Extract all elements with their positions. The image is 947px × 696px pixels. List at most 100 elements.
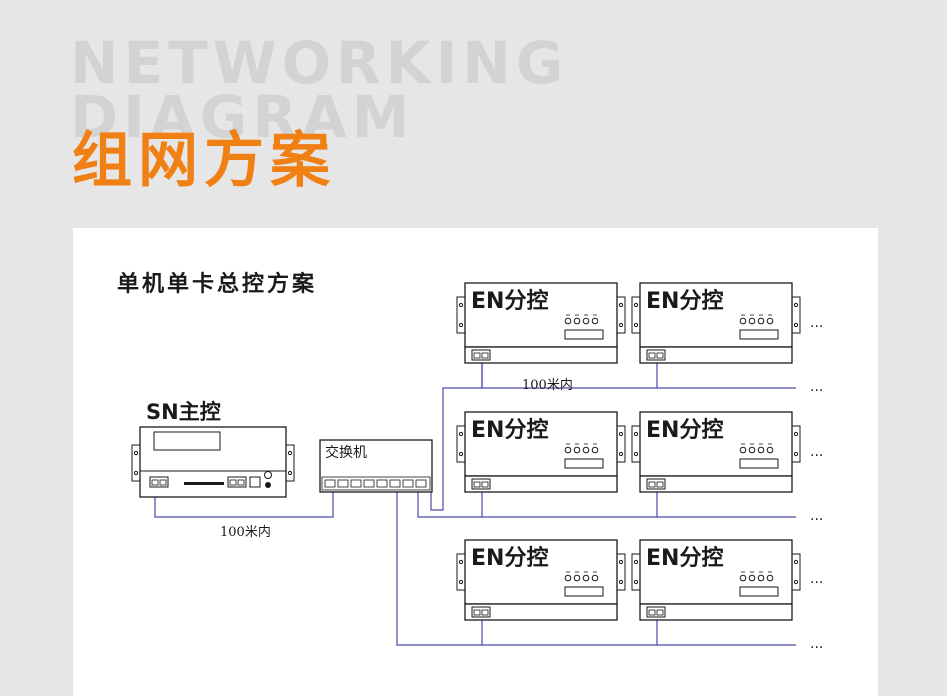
- en-body: [464, 539, 618, 605]
- button-icon: [564, 317, 572, 325]
- mount-bracket: [791, 425, 801, 463]
- sn-port: [149, 476, 169, 488]
- button-icon: [582, 574, 590, 582]
- display-window: [739, 458, 779, 469]
- button-icon: [739, 574, 747, 582]
- button-icon: [748, 446, 756, 454]
- continuation-ellipsis: ...: [810, 571, 823, 587]
- sn-display: [153, 431, 221, 451]
- en-port: [646, 478, 666, 490]
- network-link-8: [396, 487, 483, 646]
- en-controller-5: EN分控: [456, 539, 626, 621]
- switch-port: [324, 479, 336, 488]
- button-icon: [739, 317, 747, 325]
- continuation-ellipsis: ...: [810, 508, 823, 524]
- switch-port: [376, 479, 388, 488]
- en-port-strip: [639, 603, 793, 621]
- button-icon: [582, 317, 590, 325]
- button-icon: [766, 317, 774, 325]
- button-icon: [573, 446, 581, 454]
- network-link-5: [417, 487, 483, 518]
- button-icon: [766, 446, 774, 454]
- network-switch: 交换机: [319, 439, 433, 493]
- mount-bracket: [456, 553, 466, 591]
- button-icon: [757, 574, 765, 582]
- en-label: EN分控: [471, 417, 548, 443]
- button-icon: [748, 317, 756, 325]
- network-link-3: [481, 360, 658, 389]
- button-icon: [573, 574, 581, 582]
- button-icon: [582, 446, 590, 454]
- usb-port: [249, 476, 261, 488]
- en-port-strip: [464, 475, 618, 493]
- mount-bracket: [456, 425, 466, 463]
- diagram-title: 单机单卡总控方案: [117, 272, 318, 297]
- display-window: [739, 586, 779, 597]
- distance-label: 100米内: [220, 524, 271, 540]
- network-links: [154, 360, 796, 646]
- switch-port: [389, 479, 401, 488]
- en-port: [646, 349, 666, 361]
- en-label: EN分控: [471, 545, 548, 571]
- mount-bracket: [456, 296, 466, 334]
- button-icon: [757, 446, 765, 454]
- sn-label: SN主控: [146, 400, 221, 424]
- page-title: 组网方案: [72, 126, 336, 196]
- mount-bracket: [285, 444, 295, 482]
- en-label: EN分控: [646, 417, 723, 443]
- en-port: [471, 478, 491, 490]
- continuation-ellipsis: ...: [810, 379, 823, 395]
- switch-port: [337, 479, 349, 488]
- mount-bracket: [631, 553, 641, 591]
- switch-port: [415, 479, 427, 488]
- switch-port: [363, 479, 375, 488]
- en-port: [471, 349, 491, 361]
- display-window: [564, 458, 604, 469]
- network-link-9: [482, 617, 658, 646]
- en-controller-3: EN分控: [456, 411, 626, 493]
- en-port-strip: [639, 475, 793, 493]
- continuation-ellipsis: ...: [810, 315, 823, 331]
- button-icon: [766, 574, 774, 582]
- en-controller-1: EN分控: [456, 282, 626, 364]
- switch-label: 交换机: [325, 444, 367, 461]
- en-controller-2: EN分控: [631, 282, 801, 364]
- en-port: [646, 606, 666, 618]
- switch-port: [402, 479, 414, 488]
- continuation-ellipsis: ...: [810, 444, 823, 460]
- en-controller-6: EN分控: [631, 539, 801, 621]
- button-icon: [564, 446, 572, 454]
- watermark-diagram: DIAGRAM: [70, 83, 415, 151]
- button-icon: [748, 574, 756, 582]
- display-window: [564, 329, 604, 340]
- button-icon: [591, 574, 599, 582]
- en-port-strip: [639, 346, 793, 364]
- mount-bracket: [616, 553, 626, 591]
- en-controller-4: EN分控: [631, 411, 801, 493]
- mount-bracket: [631, 296, 641, 334]
- mount-bracket: [791, 296, 801, 334]
- diagram-labels: 100米内 100米内..................: [220, 315, 823, 652]
- button-icon: [757, 317, 765, 325]
- button-icon: [564, 574, 572, 582]
- mount-bracket: [616, 296, 626, 334]
- en-port: [471, 606, 491, 618]
- distance-label: 100米内: [522, 377, 573, 393]
- en-label: EN分控: [471, 288, 548, 314]
- watermark-networking: NETWORKING: [70, 29, 569, 97]
- display-window: [739, 329, 779, 340]
- button-icon: [739, 446, 747, 454]
- en-port-strip: [464, 603, 618, 621]
- mount-bracket: [791, 553, 801, 591]
- network-link-6: [482, 489, 658, 518]
- mount-bracket: [616, 425, 626, 463]
- continuation-ellipsis: ...: [810, 636, 823, 652]
- button-icon: [591, 446, 599, 454]
- en-body: [639, 282, 793, 348]
- mount-bracket: [631, 425, 641, 463]
- power-jack-icon: [265, 482, 271, 488]
- button-icon: [591, 317, 599, 325]
- en-label: EN分控: [646, 545, 723, 571]
- display-window: [564, 586, 604, 597]
